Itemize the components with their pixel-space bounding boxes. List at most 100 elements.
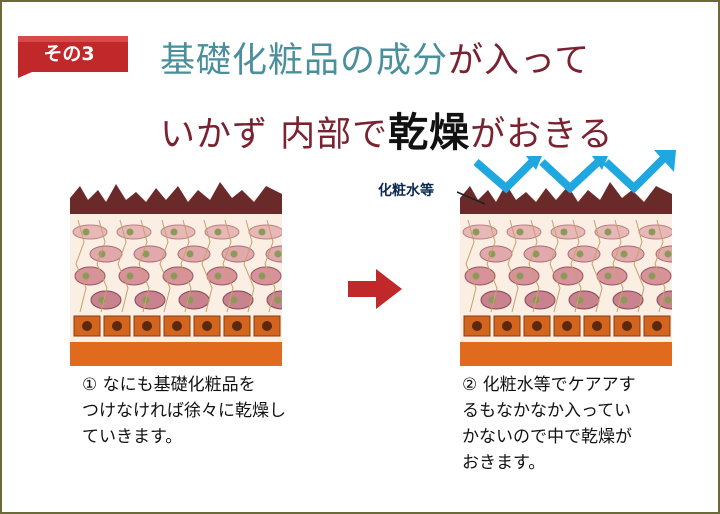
cell-nucleus [604, 228, 612, 236]
title-line-1-part-1: 基礎化粧品の成分 [160, 41, 449, 81]
cell-nucleus [560, 272, 568, 280]
skin-cell [550, 224, 586, 240]
crack-line [528, 219, 540, 313]
basal-nucleus [622, 321, 632, 331]
crack-line [117, 219, 129, 313]
cosmetic-label: 化粧水等 [378, 183, 434, 199]
skin-cell [479, 245, 513, 263]
crack-line [138, 219, 150, 313]
cell-nucleus [82, 272, 90, 280]
basal-nucleus [532, 321, 542, 331]
cell-nucleus [126, 228, 134, 236]
stratum-corneum [460, 182, 672, 214]
skin-cell [596, 266, 628, 286]
cell-nucleus [516, 228, 524, 236]
skin-cell [89, 245, 123, 263]
skin-cell [133, 245, 167, 263]
crack-line [612, 219, 624, 313]
title-line-1: 基礎化粧品の成分が入って [160, 32, 590, 83]
skin-illustration-right [460, 182, 672, 366]
crack-line [264, 219, 276, 313]
skin-illustration-left [70, 182, 282, 366]
skin-cell [116, 224, 152, 240]
skin-diagram-before [70, 182, 282, 366]
cell-nucleus [230, 296, 238, 304]
basal-nucleus [592, 321, 602, 331]
skin-cell [74, 266, 106, 286]
title-line-2-part-3: がおきる [470, 115, 614, 155]
cell-nucleus [664, 250, 672, 258]
cell-nucleus [472, 272, 480, 280]
basal-nucleus [82, 321, 92, 331]
crack-line [201, 219, 213, 313]
skin-cell [462, 224, 498, 240]
cell-nucleus [214, 272, 222, 280]
skin-cell [594, 224, 630, 240]
cell-nucleus [620, 296, 628, 304]
basal-nucleus [652, 321, 662, 331]
skin-cell [178, 290, 210, 310]
cell-nucleus [560, 228, 568, 236]
cell-nucleus [258, 272, 266, 280]
skin-cell [250, 266, 282, 286]
skin-cell [640, 266, 672, 286]
skin-cell [552, 266, 584, 286]
skin-cell [204, 224, 240, 240]
cell-nucleus [186, 250, 194, 258]
basal-nucleus [112, 321, 122, 331]
basal-nucleus [262, 321, 272, 331]
basal-nucleus [142, 321, 152, 331]
basal-nucleus [472, 321, 482, 331]
crack-line [486, 219, 498, 313]
crack-line [159, 219, 171, 313]
crack-line [75, 219, 87, 313]
cell-nucleus [258, 228, 266, 236]
cell-nucleus [648, 272, 656, 280]
basal-nucleus [202, 321, 212, 331]
blue-arrows-icon [473, 150, 676, 194]
crack-line [654, 219, 666, 313]
caption-before: ① なにも基礎化粧品を つけなければ徐々に乾燥し ていきます。 [82, 375, 286, 447]
skin-cell [222, 290, 254, 310]
title-line-2-part-1: いかず 内部で [160, 115, 389, 155]
cell-nucleus [214, 228, 222, 236]
basal-nucleus [562, 321, 572, 331]
skin-cell [162, 266, 194, 286]
cell-nucleus [648, 228, 656, 236]
crack-line [180, 219, 192, 313]
skin-cell [206, 266, 238, 286]
crack-line [570, 219, 582, 313]
basal-nucleus [172, 321, 182, 331]
red-arrow-icon [348, 269, 402, 309]
basal-nucleus [502, 321, 512, 331]
skin-diagram-after [460, 182, 672, 366]
cell-nucleus [472, 228, 480, 236]
dermis-layer [460, 342, 672, 366]
badge-shape [18, 36, 128, 78]
crack-line [222, 219, 234, 313]
cell-nucleus [532, 250, 540, 258]
cell-nucleus [230, 250, 238, 258]
cell-nucleus [170, 228, 178, 236]
cell-nucleus [664, 296, 672, 304]
crack-line [507, 219, 519, 313]
cell-nucleus [516, 272, 524, 280]
crack-line [96, 219, 108, 313]
cosmetic-leader-line [457, 191, 486, 205]
crack-line [633, 219, 645, 313]
caption-after: ② 化粧水等でケアアす るもなかなか入ってい かないので中で乾燥が おきます。 [462, 375, 636, 473]
crack-line [465, 219, 477, 313]
badge-label: その3 [43, 43, 95, 65]
cell-nucleus [576, 250, 584, 258]
cell-nucleus [170, 272, 178, 280]
skin-cell [72, 224, 108, 240]
skin-cell [508, 266, 540, 286]
skin-cell [118, 266, 150, 286]
skin-cell [134, 290, 166, 310]
skin-cell [568, 290, 600, 310]
basal-nucleus [232, 321, 242, 331]
skin-cell [524, 290, 556, 310]
title-line-2-part-2: 乾燥 [388, 109, 471, 156]
title-line-1-part-2: が入って [448, 41, 591, 81]
skin-cell [612, 290, 644, 310]
